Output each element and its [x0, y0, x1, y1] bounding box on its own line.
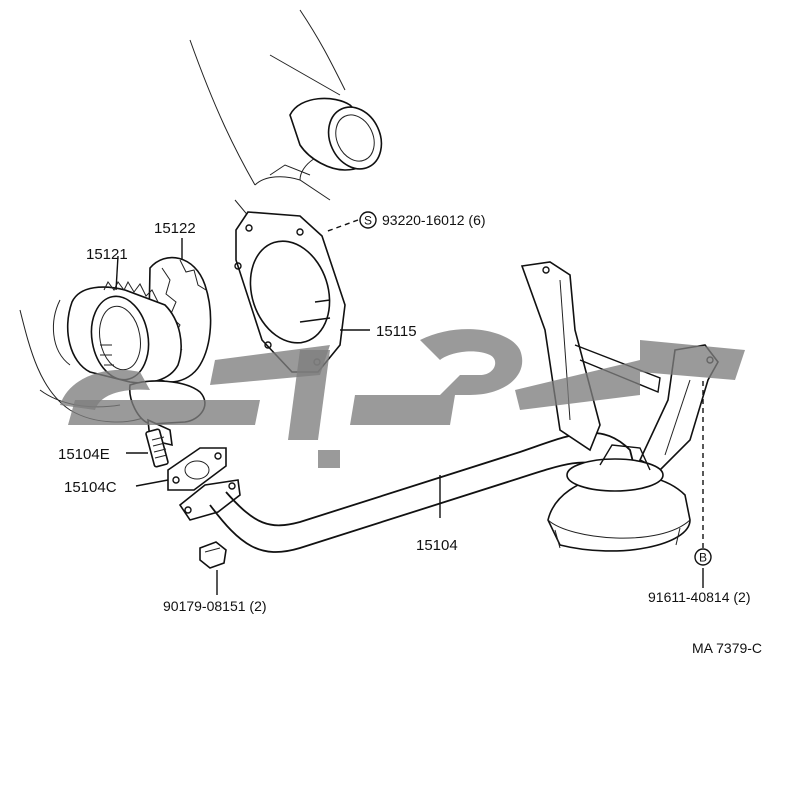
gasket-plate	[234, 211, 346, 373]
label-gasket-plate: 15115	[376, 323, 417, 340]
label-strainer-pipe: 15104	[416, 537, 458, 554]
bolt-symbol-marker: B	[694, 548, 712, 566]
label-bolt: 91611-40814 (2)	[648, 589, 750, 605]
reference-code: MA 7379-C	[692, 640, 762, 656]
label-gear-cover: 15122	[154, 220, 196, 237]
label-gasket: 15104C	[64, 479, 117, 496]
label-drive-gear: 15121	[86, 246, 128, 263]
seal-symbol-marker: S	[359, 211, 377, 229]
seal-symbol-text: S	[364, 214, 372, 228]
label-stud: 15104E	[58, 446, 110, 463]
bolt-symbol-text: B	[699, 551, 707, 565]
oil-gallery-boss	[269, 97, 383, 176]
strainer-bowl	[547, 444, 691, 552]
label-nut: 90179-08151 (2)	[163, 598, 267, 614]
label-seal-ring: 93220-16012 (6)	[382, 212, 486, 228]
stud	[145, 428, 169, 468]
nut	[199, 541, 227, 569]
leader-lines	[115, 219, 704, 595]
watermark-logo	[60, 329, 745, 468]
gasket	[167, 447, 227, 491]
